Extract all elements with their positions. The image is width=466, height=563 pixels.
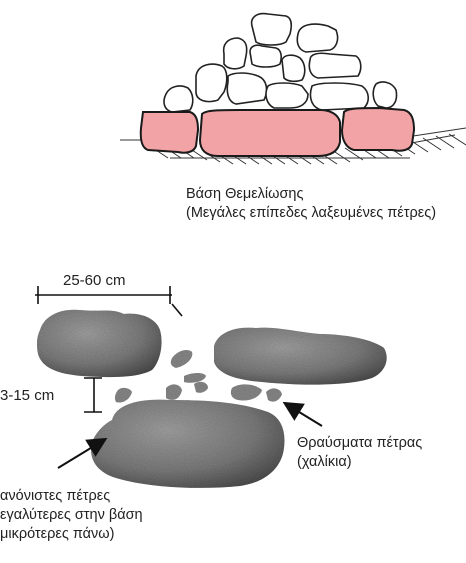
rough-stones-caption: ανόνιστες πέτρες εγαλύτερες στην βάση μι… bbox=[0, 487, 143, 544]
large-stone-right bbox=[214, 328, 387, 385]
chips-caption-note: (χαλίκια) bbox=[297, 453, 422, 472]
rough-caption-line1: ανόνιστες πέτρες bbox=[0, 487, 143, 506]
chips-arrow bbox=[286, 404, 322, 426]
large-stone-bottom bbox=[91, 400, 284, 488]
rough-caption-line3: μικρότερες πάνω) bbox=[0, 525, 143, 544]
foundation-caption: Βάση Θεμελίωσης (Μεγάλες επίπεδες λαξευμ… bbox=[186, 185, 436, 223]
wall-illustration bbox=[120, 14, 466, 164]
width-label: 25-60 cm bbox=[63, 271, 126, 290]
foundation-stones bbox=[141, 108, 414, 156]
foundation-caption-note: (Μεγάλες επίπεδες λαξευμένες πέτρες) bbox=[186, 204, 436, 223]
chips-caption: Θραύσματα πέτρας (χαλίκια) bbox=[297, 434, 422, 472]
height-label: 3-15 cm bbox=[0, 386, 54, 405]
height-dimension bbox=[84, 378, 102, 412]
wall-stones bbox=[164, 14, 397, 112]
foundation-caption-title: Βάση Θεμελίωσης bbox=[186, 185, 436, 204]
rough-caption-line2: εγαλύτερες στην βάση bbox=[0, 506, 143, 525]
large-stone-left bbox=[37, 310, 162, 377]
chips-caption-title: Θραύσματα πέτρας bbox=[297, 434, 422, 453]
